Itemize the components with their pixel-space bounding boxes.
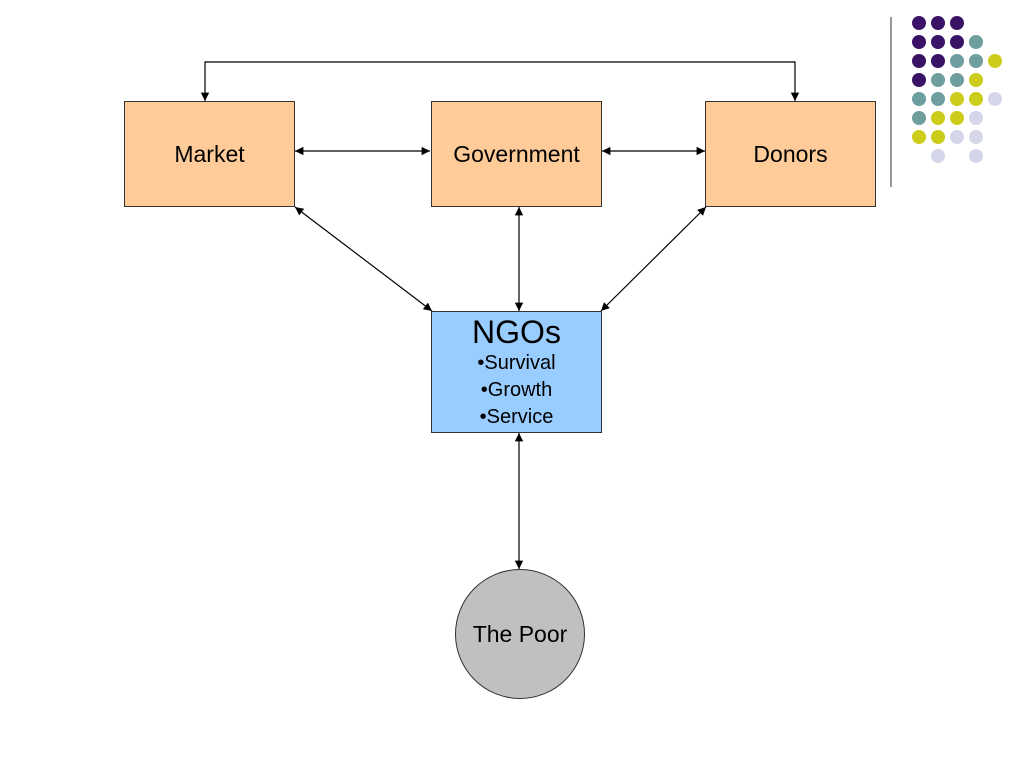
the-poor-label: The Poor	[472, 620, 568, 647]
ngos-item-growth: •Growth	[480, 379, 553, 401]
government-label: Government	[453, 140, 580, 167]
decoration-dot	[912, 73, 926, 87]
market-node: Market	[124, 101, 295, 207]
decoration-dot	[912, 35, 926, 49]
decoration-dot	[950, 130, 964, 144]
decoration-dot	[931, 111, 945, 125]
donors-label: Donors	[753, 140, 828, 167]
decoration-dot	[931, 149, 945, 163]
connectors	[200, 61, 800, 569]
decoration-dot	[969, 54, 983, 68]
decoration-dot	[931, 92, 945, 106]
decoration-dot	[912, 111, 926, 125]
decoration-dot	[950, 35, 964, 49]
the-poor-node: The Poor	[455, 569, 585, 699]
decoration-dot	[912, 92, 926, 106]
decoration-dot	[912, 54, 926, 68]
decoration-dot	[931, 54, 945, 68]
decoration-dot	[950, 92, 964, 106]
decoration-dot	[988, 54, 1002, 68]
ngos-title: NGOs	[472, 314, 561, 350]
decoration-dot	[950, 111, 964, 125]
market-label: Market	[174, 140, 245, 167]
decoration-dot	[931, 73, 945, 87]
decoration-dot	[969, 130, 983, 144]
decoration-dot	[912, 130, 926, 144]
decoration-dot	[950, 73, 964, 87]
ngos-item-service: •Service	[479, 406, 554, 428]
decoration-dot	[912, 16, 926, 30]
ngos-node: NGOs •Survival •Growth •Service	[431, 311, 602, 433]
connector-market-ngos	[294, 206, 433, 312]
decoration-dot	[988, 92, 1002, 106]
decoration-dot	[969, 35, 983, 49]
donors-node: Donors	[705, 101, 876, 207]
decoration-dot	[931, 16, 945, 30]
decoration-dot	[969, 92, 983, 106]
decoration-dot	[969, 149, 983, 163]
government-node: Government	[431, 101, 602, 207]
ngos-item-survival: •Survival	[477, 352, 556, 374]
decoration-dot-grid	[912, 16, 1002, 163]
decoration-dot	[969, 111, 983, 125]
connector-market-donors	[200, 61, 800, 101]
decoration-dot	[950, 16, 964, 30]
decoration-dot	[931, 130, 945, 144]
decoration-dot	[931, 35, 945, 49]
decoration-dot	[950, 54, 964, 68]
decoration-dot	[969, 73, 983, 87]
connector-donors-ngos	[600, 206, 707, 312]
